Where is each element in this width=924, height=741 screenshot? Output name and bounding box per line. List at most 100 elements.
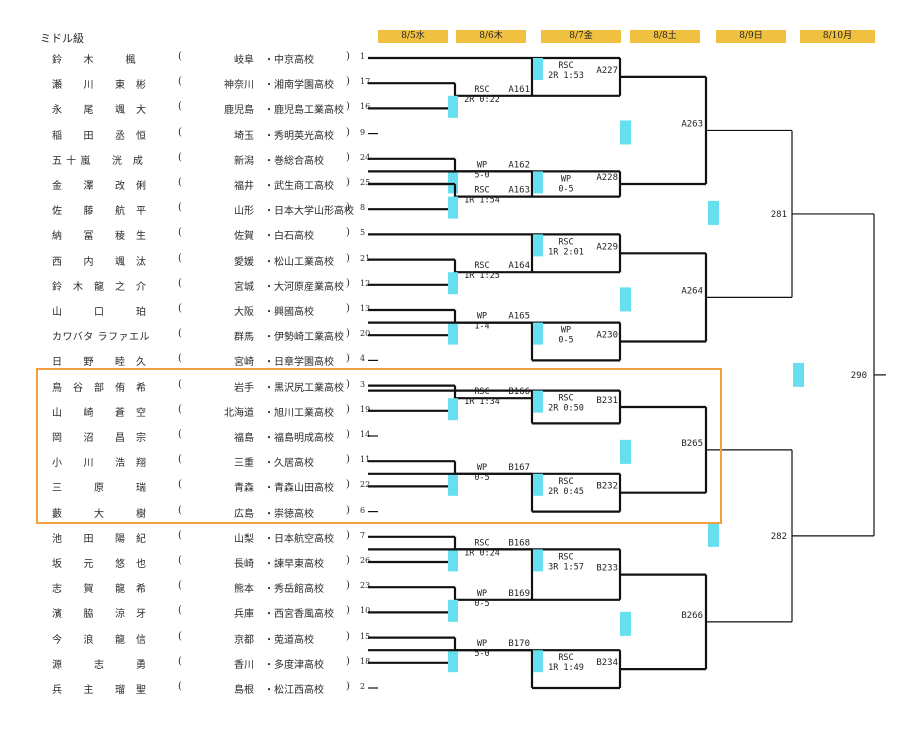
entry-seed: 23 [360, 581, 371, 591]
close-paren: ) [346, 504, 350, 516]
date-header-day2: 8/6木 [456, 30, 526, 43]
close-paren: ) [346, 454, 350, 466]
open-paren: ( [178, 252, 182, 264]
entry-name: 佐 藤 航 平 [52, 206, 147, 218]
result-detail: 0-5 [558, 336, 573, 346]
match-number: B168 [508, 538, 530, 548]
open-paren: ( [178, 630, 182, 642]
entry-name: 山 崎 蒼 空 [52, 407, 147, 419]
match-number: B167 [508, 463, 530, 473]
entry-name: 金 澤 改 俐 [52, 181, 147, 192]
match-number: 290 [851, 371, 867, 381]
entry-school: ・興國高校 [264, 307, 314, 318]
entry-prefecture: 香川 [234, 659, 254, 671]
entry-prefecture: 群馬 [234, 332, 254, 344]
close-paren: ) [346, 630, 350, 642]
close-paren: ) [346, 177, 350, 188]
open-paren: ( [178, 151, 182, 163]
advance-marker [448, 196, 458, 219]
entry-school: ・鹿児島工業高校 [264, 105, 344, 117]
close-paren: ) [346, 252, 350, 264]
result-detail: 0-5 [474, 473, 489, 483]
advance-marker [793, 362, 804, 387]
close-paren: ) [346, 605, 350, 617]
entry-school: ・久居高校 [264, 458, 314, 470]
result-method: WP [477, 463, 487, 473]
close-paren: ) [346, 479, 350, 491]
advance-marker [620, 120, 631, 145]
close-paren: ) [346, 277, 350, 289]
close-paren: ) [346, 328, 350, 340]
entry-name: 西 内 颯 汰 [52, 256, 147, 268]
entry-prefecture: 山形 [234, 206, 254, 218]
entry-prefecture: 青森 [234, 483, 254, 495]
entry-name: 五 十 嵐 洸 成 [52, 155, 144, 167]
open-paren: ( [178, 529, 182, 541]
entry-school: ・崇徳高校 [264, 508, 314, 520]
entry-prefecture: 愛媛 [234, 256, 254, 268]
match-number: A165 [508, 312, 530, 322]
open-paren: ( [178, 51, 182, 62]
entry-prefecture: 新潟 [234, 155, 254, 167]
advance-marker [533, 234, 543, 257]
result-method: RSC [558, 552, 573, 562]
advance-marker [620, 287, 631, 312]
result-method: RSC [474, 186, 489, 196]
entry-school: ・武生商工高校 [264, 181, 334, 192]
entry-school: ・日本航空高校 [264, 533, 334, 545]
advance-marker [448, 473, 458, 496]
result-method: RSC [474, 538, 489, 548]
entry-prefecture: 三重 [234, 458, 254, 470]
entry-school: ・松江西高校 [264, 685, 324, 696]
open-paren: ( [178, 202, 182, 214]
result-method: WP [477, 639, 487, 649]
entry-seed: 26 [360, 556, 371, 565]
entry-name: 鈴 木 楓 [52, 55, 136, 66]
result-detail: 5-0 [474, 170, 489, 180]
result-detail: 1R 1:49 [548, 663, 584, 673]
weight-class-title: ミドル級 [40, 32, 84, 45]
match-number: B266 [681, 611, 703, 621]
entry-seed: 7 [360, 530, 366, 540]
close-paren: ) [346, 353, 350, 365]
date-header-day1: 8/5水 [378, 30, 448, 43]
advance-marker [708, 200, 719, 225]
match-number: A264 [681, 286, 703, 296]
result-method: RSC [558, 61, 573, 71]
match-number: B233 [596, 564, 618, 574]
date-header-day3: 8/7金 [541, 30, 621, 43]
result-detail: 2R 0:50 [548, 404, 584, 414]
entry-school: ・大河原産業高校 [264, 281, 344, 293]
entry-seed: 17 [360, 77, 371, 87]
entry-prefecture: 埼玉 [234, 130, 254, 142]
open-paren: ( [178, 580, 182, 592]
open-paren: ( [178, 328, 182, 340]
entry-seed: 18 [360, 656, 371, 666]
match-number: B170 [508, 639, 530, 649]
entry-seed: 21 [360, 253, 371, 263]
entry-seed: 13 [360, 304, 371, 313]
open-paren: ( [178, 277, 182, 289]
entry-prefecture: 大阪 [234, 307, 254, 318]
match-number: A227 [596, 66, 618, 76]
entry-name: 山 口 珀 [52, 307, 147, 318]
entry-name: 藪 大 樹 [52, 508, 147, 520]
entry-school: ・湘南学園高校 [264, 80, 334, 92]
close-paren: ) [346, 681, 350, 692]
date-header-day5: 8/9日 [716, 30, 786, 43]
entry-prefecture: 広島 [234, 508, 254, 520]
open-paren: ( [178, 681, 182, 692]
advance-marker [533, 322, 543, 345]
entry-seed: 8 [360, 203, 366, 213]
advance-marker [448, 398, 458, 421]
entry-name: 永 尾 颯 大 [52, 105, 147, 117]
result-method: RSC [558, 394, 573, 404]
close-paren: ) [346, 101, 350, 113]
entry-prefecture: 佐賀 [234, 231, 254, 243]
entry-name: 坂 元 悠 也 [52, 559, 147, 570]
result-method: RSC [474, 261, 489, 271]
entry-seed: 3 [360, 379, 366, 389]
entry-name: 岡 沼 昌 宗 [52, 433, 147, 444]
advance-marker [533, 473, 543, 496]
close-paren: ) [346, 51, 350, 62]
